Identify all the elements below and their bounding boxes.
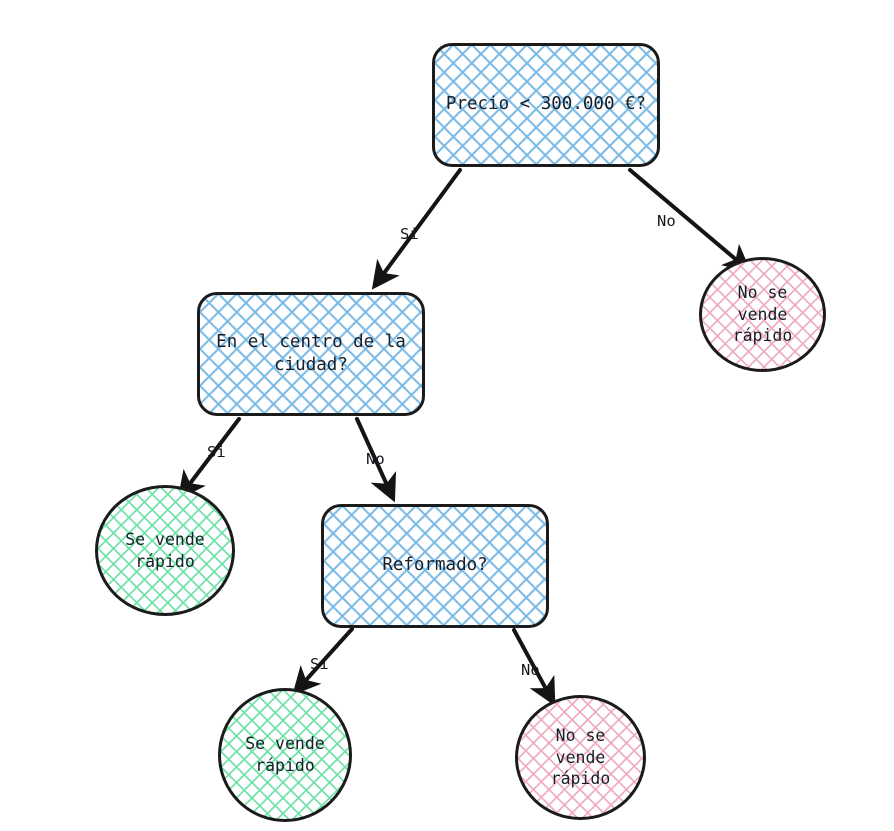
edge-root-to-no-rapido-1	[628, 168, 752, 273]
node-label: Reformado?	[382, 555, 488, 576]
node-label: Se vende rápido	[245, 734, 325, 775]
node-label: No se vende rápido	[550, 725, 611, 789]
node-no-rapido-2[interactable]: No se vende rápido	[515, 695, 646, 820]
node-si-rapido-1[interactable]: Se vende rápido	[95, 485, 235, 616]
node-label: En el centro de la ciudad?	[216, 331, 406, 375]
node-label: No se vende rápido	[732, 282, 793, 346]
edge-label-root-no: No	[657, 212, 676, 230]
edge-root-to-centro	[371, 168, 462, 290]
edge-label-reformado-no: No	[521, 661, 540, 679]
edge-label-root-si: Si	[400, 225, 419, 243]
edge-reformado-to-si-rapido-2	[292, 627, 354, 696]
edge-label-centro-no: No	[366, 450, 385, 468]
node-label: Precio < 300.000 €?	[445, 94, 647, 115]
node-no-rapido-1[interactable]: No se vende rápido	[699, 257, 826, 372]
node-label: Se vende rápido	[125, 529, 205, 571]
node-root[interactable]: Precio < 300.000 €?	[432, 43, 660, 167]
edge-label-centro-si: Si	[207, 443, 226, 461]
node-reformado[interactable]: Reformado?	[321, 504, 549, 628]
edge-reformado-to-no-rapido-2	[512, 628, 556, 707]
edge-label-reformado-si: Si	[310, 655, 329, 673]
node-si-rapido-2[interactable]: Se vende rápido	[218, 688, 352, 822]
edge-centro-to-reformado	[355, 417, 397, 503]
edge-centro-to-si-rapido-1	[177, 417, 241, 500]
node-centro[interactable]: En el centro de la ciudad?	[197, 292, 425, 416]
